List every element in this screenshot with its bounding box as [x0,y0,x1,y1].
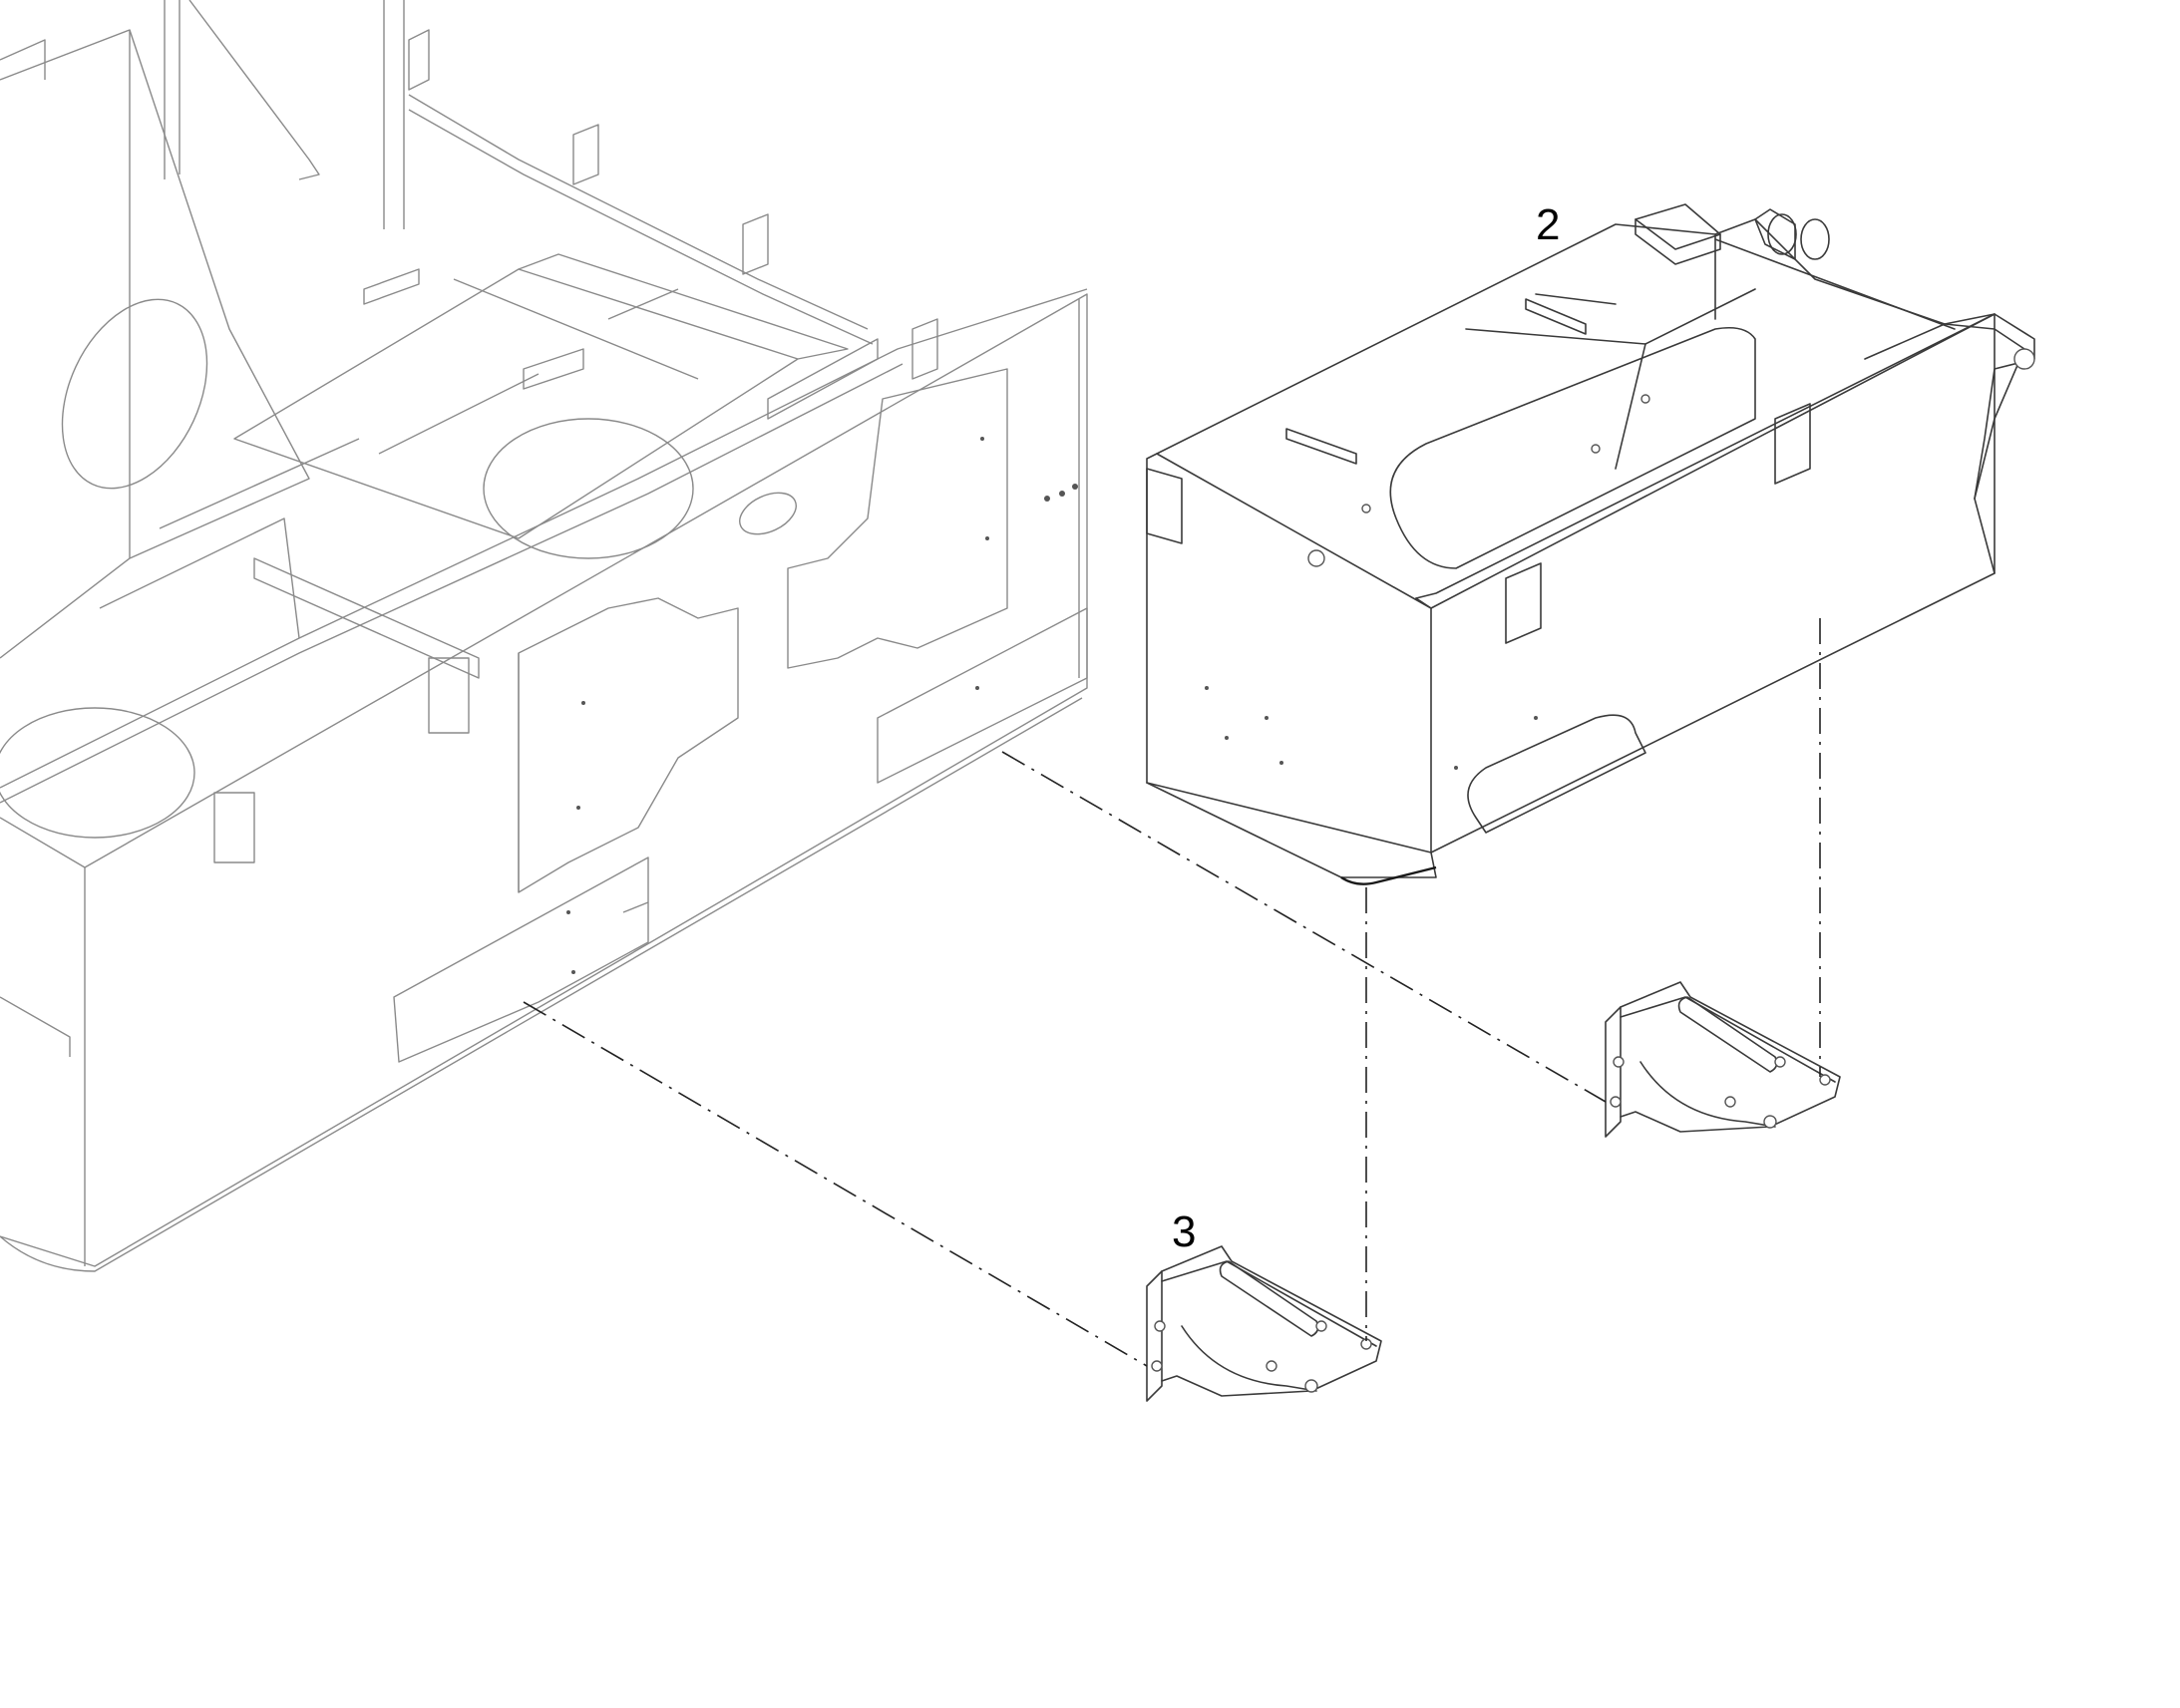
assembly-leader-lines [523,618,1821,1367]
part-3-bracket-rear [1605,981,1841,1138]
chassis-hole-dots [566,437,1078,974]
callout-part-3: 3 [1172,1207,1196,1256]
callout-part-2: 2 [1536,200,1560,249]
part-2-battery-box [1146,203,2035,885]
chassis-frame [0,0,1088,1272]
part-3-bracket-front [1146,1245,1382,1402]
